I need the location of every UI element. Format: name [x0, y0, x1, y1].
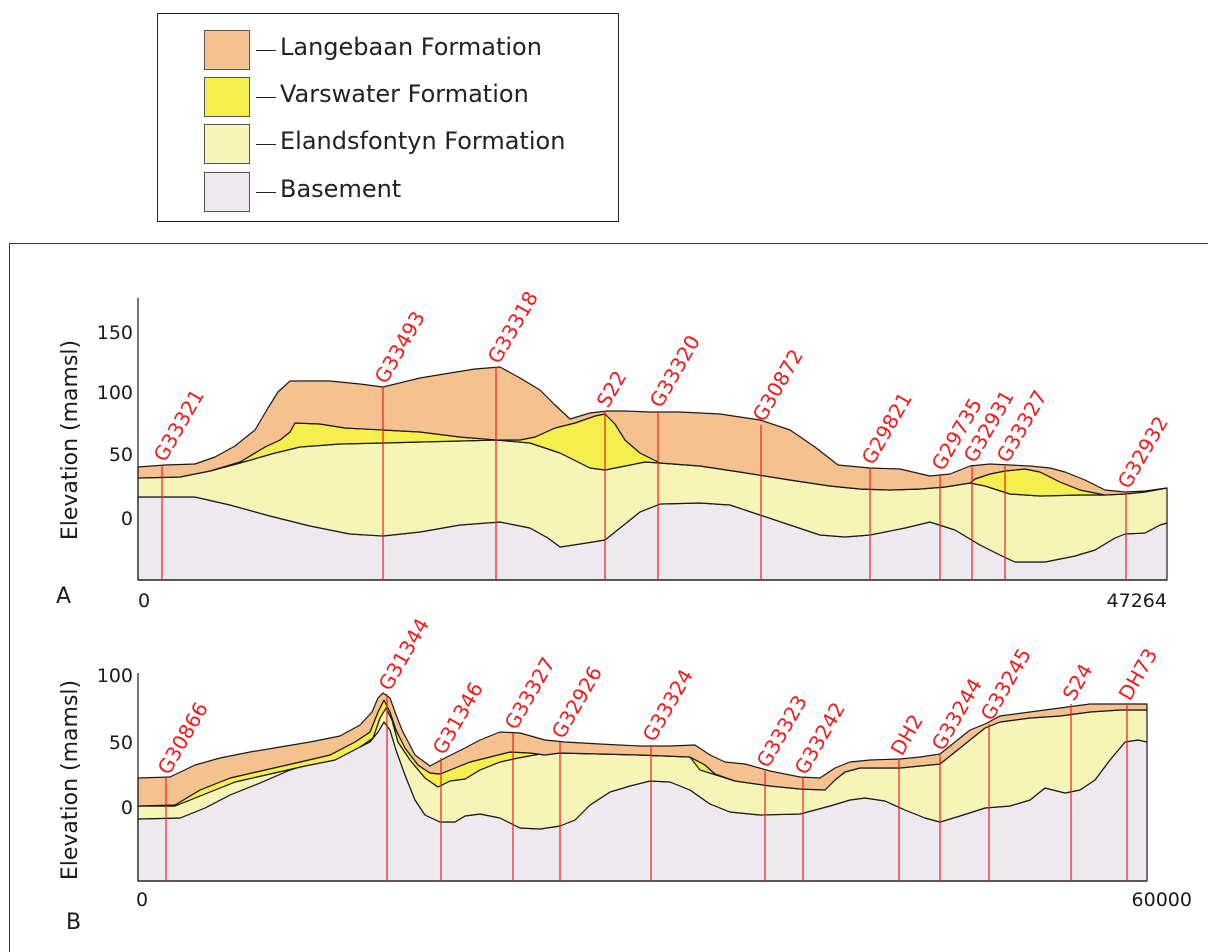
- section-a-well-label-g29821: G29821: [857, 388, 917, 469]
- legend-leader-line: [256, 50, 276, 51]
- legend-swatch-elandsfontyn: [204, 124, 250, 164]
- legend-leader-line: [256, 144, 276, 145]
- section-b-well-label-g33324: G33324: [638, 665, 698, 746]
- legend-label-varswater: Varswater Formation: [280, 80, 529, 108]
- legend-leader-line: [256, 97, 276, 98]
- section-b-y-tick-50: 50: [109, 732, 133, 754]
- legend-swatch-langebaan: [204, 30, 250, 70]
- cross-sections-frame: [9, 243, 1208, 952]
- section-a-y-tick-150: 150: [97, 322, 133, 344]
- section-b-x-end-label: 60000: [1132, 889, 1192, 911]
- section-a-langebaan-layer: [137, 366, 1168, 496]
- section-a-well-label-g30872: G30872: [748, 345, 808, 426]
- section-a-panel-label: A: [56, 584, 71, 609]
- section-a-well-label-g33493: G33493: [370, 307, 430, 388]
- section-a-x-end-label: 47264: [1107, 590, 1167, 612]
- section-a-well-label-g33318: G33318: [483, 287, 543, 368]
- legend-swatch-varswater: [204, 77, 250, 117]
- section-a-well-label-g33320: G33320: [645, 331, 705, 412]
- section-b-x-start-label: 0: [136, 889, 148, 911]
- section-b-well-label-dh73: DH73: [1114, 644, 1163, 704]
- section-b-langebaan-layer: [137, 692, 1148, 807]
- section-a-well-label-g32932: G32932: [1113, 412, 1173, 493]
- legend-leader-line: [256, 192, 276, 193]
- section-b-y-tick-100: 100: [97, 665, 133, 687]
- section-a-y-tick-100: 100: [97, 382, 133, 404]
- section-a-y-tick-50: 50: [109, 444, 133, 466]
- legend-swatch-basement: [204, 172, 250, 212]
- section-b-axes: [137, 673, 1147, 882]
- legend-label-elandsfontyn: Elandsfontyn Formation: [280, 127, 566, 155]
- section-b-panel-label: B: [66, 910, 81, 935]
- legend-label-langebaan: Langebaan Formation: [280, 33, 542, 61]
- section-b-y-tick-0: 0: [121, 797, 133, 819]
- section-b-well-label-g32926: G32926: [547, 662, 607, 743]
- section-b: [137, 692, 1148, 882]
- section-a-axes: [137, 298, 1167, 581]
- section-b-well-label-dh2: DH2: [886, 710, 928, 759]
- legend: Langebaan Formation Varswater Formation …: [157, 13, 619, 222]
- section-a: [137, 366, 1168, 581]
- section-a-well-label-s22: S22: [592, 366, 632, 411]
- section-a-y-axis-label: Elevation (mamsl): [58, 340, 83, 540]
- section-b-y-axis-label: Elevation (mamsl): [58, 680, 83, 880]
- section-a-y-tick-0: 0: [121, 508, 133, 530]
- section-b-well-label-g31344: G31344: [374, 614, 434, 695]
- section-a-well-label-g33321: G33321: [149, 385, 209, 466]
- legend-label-basement: Basement: [280, 175, 402, 203]
- section-a-x-start-label: 0: [138, 590, 150, 612]
- section-b-well-label-s24: S24: [1058, 659, 1098, 704]
